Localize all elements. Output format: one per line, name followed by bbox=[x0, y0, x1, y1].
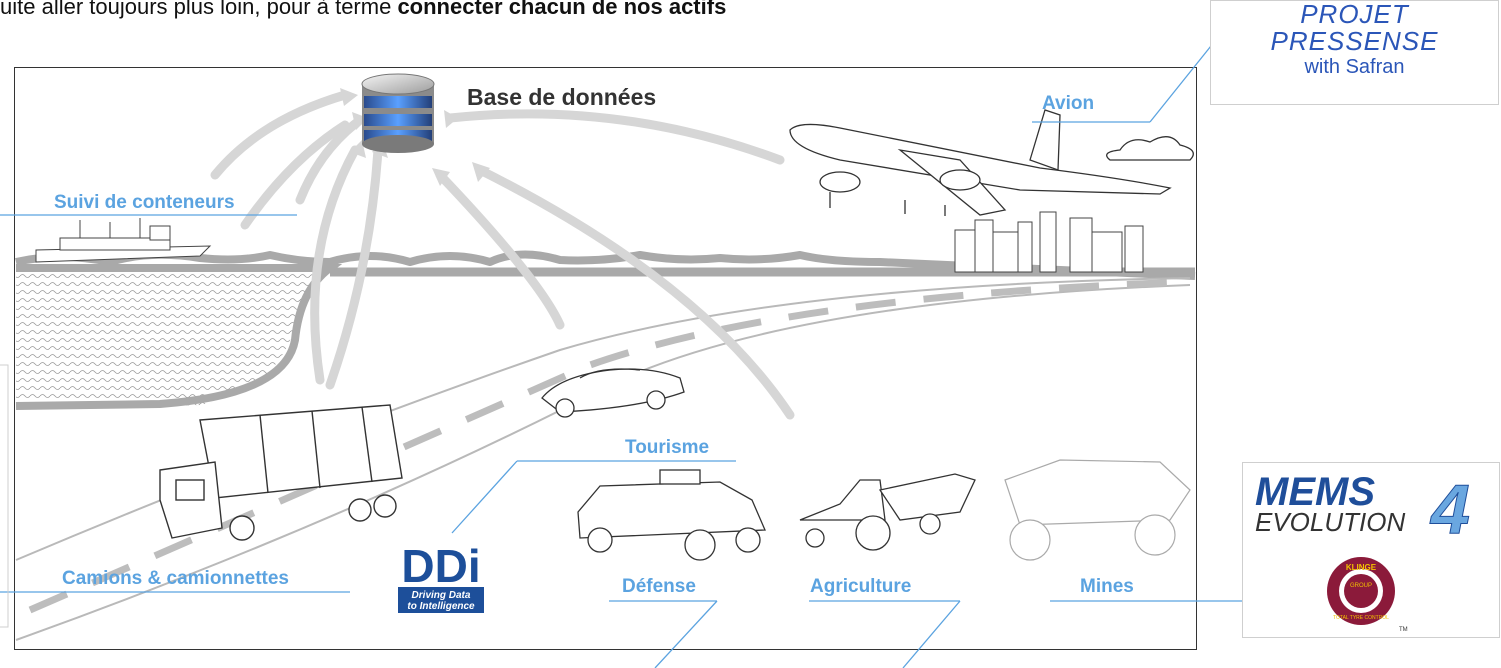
projet-pressense-box: PROJET PRESSENSE with Safran bbox=[1210, 0, 1499, 105]
label-defense: Défense bbox=[622, 576, 696, 597]
headline-bold: connecter chacun de nos actifs bbox=[397, 0, 727, 19]
military-vehicle bbox=[577, 469, 766, 561]
mems-word: MEMS bbox=[1255, 470, 1375, 514]
callout-lines bbox=[0, 25, 1265, 668]
label-mines: Mines bbox=[1080, 576, 1134, 597]
projet-line3: with Safran bbox=[1304, 56, 1405, 78]
ddi-letters: DDi bbox=[401, 540, 480, 592]
headline: uite aller toujours plus loin, pour à te… bbox=[0, 0, 726, 20]
truck bbox=[159, 404, 403, 541]
label-camions: Camions & camionnettes bbox=[62, 568, 289, 589]
headline-normal: uite aller toujours plus loin, pour à te… bbox=[0, 0, 398, 19]
left-partial-box bbox=[0, 364, 9, 628]
mems-evolution-box: MEMS EVOLUTION 4 KLINGE GROUP TOTAL TYRE… bbox=[1242, 462, 1500, 638]
container-ship bbox=[35, 218, 212, 263]
sports-car bbox=[541, 368, 685, 418]
klinge-bottom-text: TOTAL TYRE CONTROL bbox=[1333, 615, 1389, 621]
label-suivi-conteneurs: Suivi de conteneurs bbox=[54, 192, 235, 213]
projet-line2: PRESSENSE bbox=[1270, 26, 1439, 56]
label-tourisme: Tourisme bbox=[625, 437, 710, 458]
ddi-logo: DDi Driving Data to Intelligence bbox=[398, 538, 484, 613]
sea-area bbox=[16, 272, 320, 410]
tractor bbox=[799, 473, 976, 551]
airplane bbox=[789, 109, 1194, 216]
klinge-mid-text: GROUP bbox=[1350, 583, 1372, 589]
mems-evolution-word: EVOLUTION bbox=[1255, 507, 1405, 537]
mining-truck bbox=[1004, 459, 1191, 561]
label-avion: Avion bbox=[1042, 93, 1095, 114]
mems-logo-graphic: MEMS EVOLUTION 4 KLINGE GROUP TOTAL TYRE… bbox=[1255, 470, 1470, 634]
ddi-tagline-2: to Intelligence bbox=[407, 601, 475, 612]
projet-line1: PROJET bbox=[1300, 0, 1409, 29]
ddi-tagline-1: Driving Data bbox=[412, 590, 471, 601]
data-flow-arrows bbox=[210, 90, 795, 420]
database-icon bbox=[361, 73, 435, 153]
mems-digit-4: 4 bbox=[1429, 470, 1470, 548]
city-skyline bbox=[954, 211, 1144, 273]
klinge-logo: KLINGE GROUP TOTAL TYRE CONTROL bbox=[1327, 557, 1395, 625]
klinge-top-text: KLINGE bbox=[1346, 563, 1377, 572]
klinge-tm: TM bbox=[1399, 627, 1408, 633]
ddi-logo-graphic: DDi Driving Data to Intelligence bbox=[398, 538, 484, 613]
label-agriculture: Agriculture bbox=[810, 576, 912, 597]
database-label: Base de données bbox=[467, 84, 657, 110]
